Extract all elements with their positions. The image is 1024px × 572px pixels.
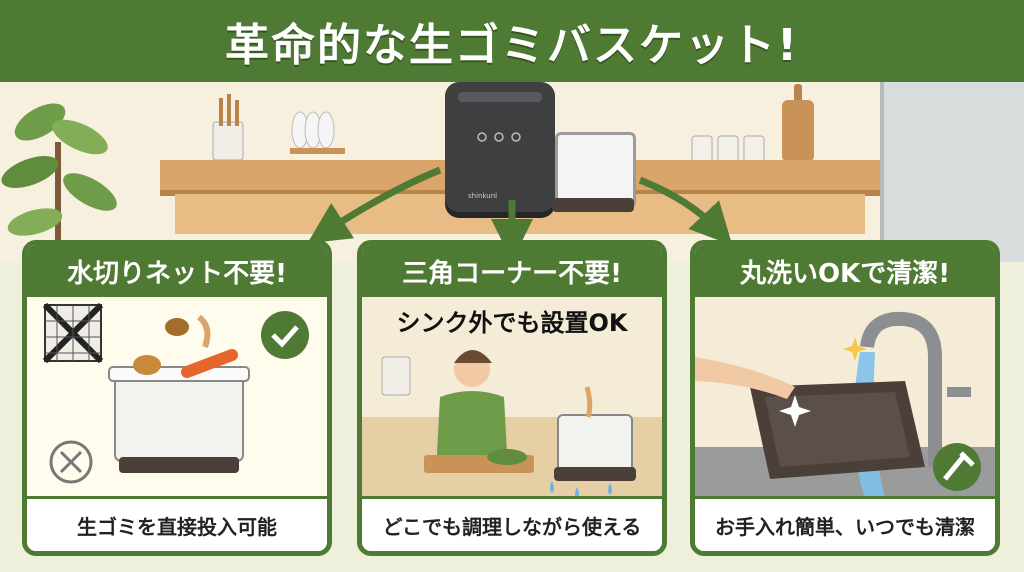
banner-title: 革命的な生ゴミバスケット! — [224, 20, 800, 71]
panel-title: 三角コーナー不要! — [402, 258, 622, 289]
panel-caption: どこでも調理しながら使える — [382, 514, 642, 539]
arrow-left-icon — [307, 166, 442, 244]
machine-brand-label: shinkunl — [468, 192, 498, 200]
panel-title: 水切りネット不要! — [67, 258, 287, 289]
machine-lid — [458, 92, 542, 102]
cross-circle-icon — [49, 440, 93, 484]
plant-illustration — [1, 103, 117, 262]
panel-illustration — [27, 297, 327, 499]
canisters-illustration — [691, 135, 765, 165]
panel-header: 三角コーナー不要! — [362, 245, 662, 297]
panel-footer: お手入れ簡単、いつでも清潔 — [695, 496, 995, 551]
panel-footer: どこでも調理しながら使える — [362, 496, 662, 551]
check-circle-icon — [261, 311, 309, 359]
feature-panel-no-net: 水切りネット不要! — [22, 240, 332, 556]
refrigerator — [880, 82, 1024, 262]
panel-caption: 生ゴミを直接投入可能 — [77, 514, 277, 539]
panel-subtitle: シンク外でも設置OK — [396, 309, 628, 337]
panel-footer: 生ゴミを直接投入可能 — [27, 496, 327, 551]
basket-base — [552, 198, 634, 212]
panel-caption: お手入れ簡単、いつでも清潔 — [715, 514, 975, 539]
feature-panel-washable: 丸洗いOKで清潔! お手 — [690, 240, 1000, 556]
control-panel-icons — [477, 132, 521, 142]
arrow-right-icon — [638, 176, 733, 246]
kitchen-scene: shinkunl — [0, 82, 1024, 262]
title-banner: 革命的な生ゴミバスケット! — [0, 0, 1024, 82]
brush-icon — [933, 443, 981, 491]
arrow-overlay — [307, 166, 733, 261]
cutting-board-illustration — [782, 84, 814, 162]
feature-panel-no-corner: 三角コーナー不要! シンク外でも設置OK どこでも調理しながら使える — [357, 240, 667, 556]
panel-title: 丸洗いOKで清潔! — [739, 258, 951, 289]
panel-header: 丸洗いOKで清潔! — [695, 245, 995, 297]
garbage-processor-machine — [445, 82, 555, 212]
sparkle-icon — [779, 337, 867, 427]
utensil-jar-illustration — [212, 94, 244, 161]
garbage-basket — [555, 132, 636, 208]
panel-header: 水切りネット不要! — [27, 245, 327, 297]
panel-illustration — [362, 297, 662, 499]
no-net-icon — [42, 302, 104, 364]
plates-illustration — [290, 111, 345, 154]
panel-illustration — [695, 297, 995, 499]
